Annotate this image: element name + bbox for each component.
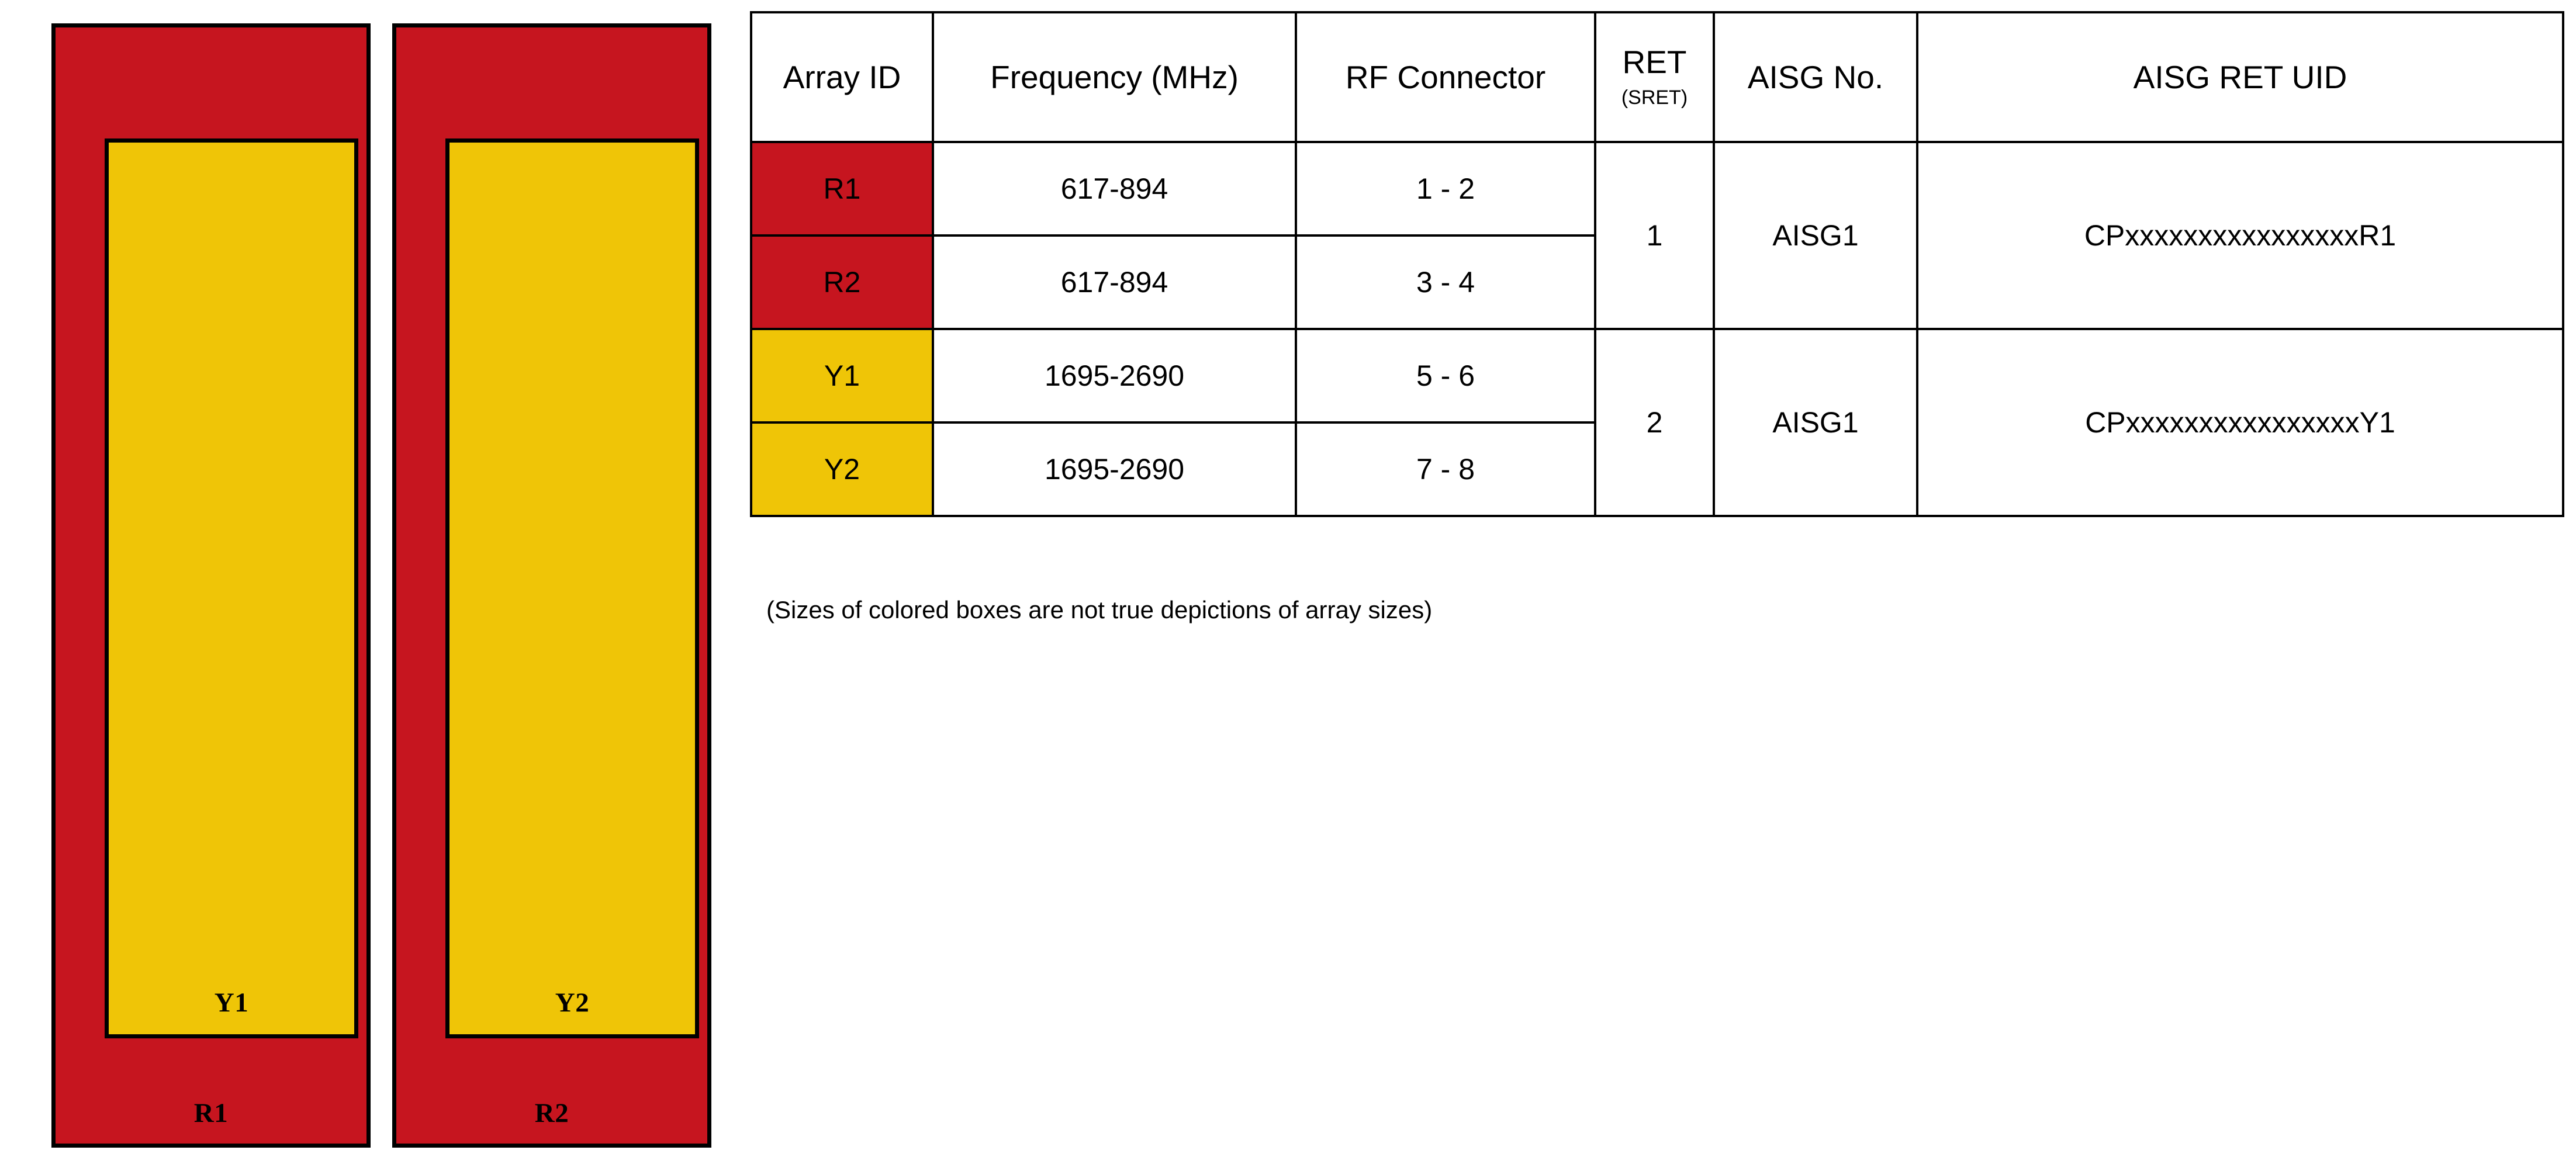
cell-array-id: R2 — [750, 234, 934, 330]
column-header-frequency: Frequency (MHz) — [932, 11, 1297, 143]
array-spec-table: Array ID Frequency (MHz) RF Connector RE… — [750, 11, 2564, 517]
cell-aisg-ret-uid: CPxxxxxxxxxxxxxxxxR1 — [1916, 141, 2564, 330]
column-header-aisg-ret-uid: AISG RET UID — [1916, 11, 2564, 143]
array-outer-label-r1: R1 — [193, 1098, 229, 1128]
column-header-array-id: Array ID — [750, 11, 934, 143]
cell-array-id: Y1 — [750, 328, 934, 424]
column-header-ret-sub: (SRET) — [1621, 86, 1688, 109]
column-header-aisg-no: AISG No. — [1713, 11, 1918, 143]
array-panel-r1: Y1 R1 — [51, 23, 371, 1148]
table-row: Y1 1695-2690 5 - 6 2 AISG1 CPxxxxxxxxxxx… — [750, 328, 2564, 517]
cell-rf-connector: 3 - 4 — [1295, 234, 1596, 330]
array-inner-y2: Y2 — [445, 138, 699, 1038]
cell-array-id: R1 — [750, 141, 934, 237]
cell-aisg-no: AISG1 — [1713, 141, 1918, 330]
spec-table-container: Array ID Frequency (MHz) RF Connector RE… — [750, 11, 2564, 517]
cell-ret: 1 — [1594, 141, 1715, 330]
cell-frequency: 1695-2690 — [932, 421, 1297, 517]
cell-rf-connector: 5 - 6 — [1295, 328, 1596, 424]
array-inner-label-y2: Y2 — [555, 988, 590, 1018]
table-header-row: Array ID Frequency (MHz) RF Connector RE… — [750, 11, 2564, 143]
diagram-footnote: (Sizes of colored boxes are not true dep… — [766, 596, 1433, 623]
cell-ret: 2 — [1594, 328, 1715, 517]
table-row: R1 617-894 1 - 2 1 AISG1 CPxxxxxxxxxxxxx… — [750, 141, 2564, 330]
column-header-ret: RET (SRET) — [1594, 11, 1715, 143]
cell-aisg-no: AISG1 — [1713, 328, 1918, 517]
array-inner-y1: Y1 — [105, 138, 358, 1038]
array-panel-r2: Y2 R2 — [392, 23, 711, 1148]
cell-rf-connector: 7 - 8 — [1295, 421, 1596, 517]
array-inner-label-y1: Y1 — [214, 988, 249, 1018]
cell-array-id: Y2 — [750, 421, 934, 517]
array-outer-label-r2: R2 — [534, 1098, 569, 1128]
cell-frequency: 617-894 — [932, 141, 1297, 237]
table-row: R2 617-894 3 - 4 — [750, 234, 2563, 330]
column-header-ret-main: RET — [1622, 44, 1687, 81]
cell-aisg-ret-uid: CPxxxxxxxxxxxxxxxxY1 — [1916, 328, 2564, 517]
cell-rf-connector: 1 - 2 — [1295, 141, 1596, 237]
table-row: Y2 1695-2690 7 - 8 — [750, 421, 2563, 517]
cell-frequency: 1695-2690 — [932, 328, 1297, 424]
column-header-rf-connector: RF Connector — [1295, 11, 1596, 143]
cell-frequency: 617-894 — [932, 234, 1297, 330]
array-diagram: Y1 R1 Y2 R2 — [0, 0, 737, 1164]
